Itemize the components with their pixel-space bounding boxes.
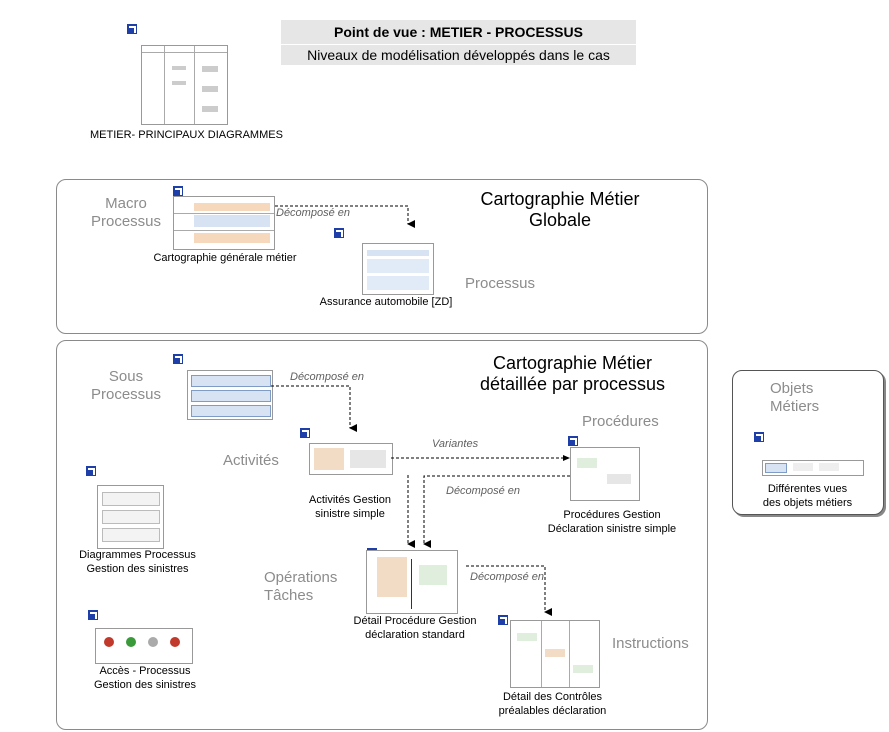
decompose-label: Décomposé en xyxy=(276,207,350,219)
acces-processus-caption: Accès - Processus Gestion des sinistres xyxy=(93,665,197,691)
assurance-automobile-thumbnail[interactable] xyxy=(362,243,434,295)
link-icon[interactable] xyxy=(498,615,508,625)
link-icon[interactable] xyxy=(334,228,344,238)
link-icon[interactable] xyxy=(86,466,96,476)
decompose-label: Décomposé en xyxy=(446,485,520,497)
arrow-detail-decompose xyxy=(466,565,552,616)
level-operations-taches: Opérations Tâches xyxy=(264,569,338,604)
link-icon[interactable] xyxy=(88,610,98,620)
level-objets-metiers: Objets Métiers xyxy=(770,380,820,415)
cartographie-generale-thumbnail[interactable] xyxy=(173,196,275,250)
principaux-diagrammes-caption: METIER- PRINCIPAUX DIAGRAMMES xyxy=(90,129,283,141)
view-title: Point de vue : METIER - PROCESSUS xyxy=(281,20,636,44)
detail-controles-thumbnail[interactable] xyxy=(510,620,600,688)
link-icon[interactable] xyxy=(173,186,183,196)
level-instructions: Instructions xyxy=(612,635,689,652)
procedures-caption: Procédures Gestion Déclaration sinistre … xyxy=(547,509,677,535)
link-icon[interactable] xyxy=(127,24,137,34)
level-activites: Activités xyxy=(223,452,279,469)
detail-procedure-caption: Détail Procédure Gestion déclaration sta… xyxy=(353,615,477,641)
decompose-label: Décomposé en xyxy=(290,371,364,383)
detail-procedure-thumbnail[interactable] xyxy=(366,550,458,614)
objets-metiers-thumbnail[interactable] xyxy=(762,460,864,476)
level-macro-processus: Macro Processus xyxy=(90,195,162,230)
sous-processus-thumbnail[interactable] xyxy=(187,370,273,420)
level-sous-processus: Sous Processus xyxy=(90,368,162,403)
view-subtitle: Niveaux de modélisation développés dans … xyxy=(281,45,636,65)
variantes-label: Variantes xyxy=(432,438,479,450)
panel-detail-title: Cartographie Métier détaillée par proces… xyxy=(479,353,666,394)
arrow-global-decompose xyxy=(275,205,415,228)
level-procedures: Procédures xyxy=(582,413,659,430)
objets-metiers-caption: Différentes vues des objets métiers xyxy=(762,483,853,509)
level-processus: Processus xyxy=(465,275,536,292)
detail-controles-caption: Détail des Contrôles préalables déclarat… xyxy=(498,691,607,717)
activites-thumbnail[interactable] xyxy=(309,443,393,475)
principaux-diagrammes-thumbnail[interactable] xyxy=(141,45,228,125)
arrow-decompose-activites xyxy=(423,475,570,548)
diagrammes-processus-thumbnail[interactable] xyxy=(97,485,164,549)
assurance-automobile-caption: Assurance automobile [ZD] xyxy=(319,296,453,308)
arrow-sous-decompose xyxy=(271,385,357,432)
link-icon[interactable] xyxy=(754,432,764,442)
activites-caption: Activités Gestion sinistre simple xyxy=(309,494,391,520)
acces-processus-thumbnail[interactable] xyxy=(95,628,193,664)
panel-objets-metiers xyxy=(732,370,884,515)
cartographie-generale-caption: Cartographie générale métier xyxy=(153,252,297,264)
link-icon[interactable] xyxy=(173,354,183,364)
diagrammes-processus-caption: Diagrammes Processus Gestion des sinistr… xyxy=(79,549,196,575)
link-icon[interactable] xyxy=(300,428,310,438)
panel-global-title: Cartographie Métier Globale xyxy=(480,189,640,230)
link-icon[interactable] xyxy=(568,436,578,446)
procedures-thumbnail[interactable] xyxy=(570,447,640,501)
decompose-label: Décomposé en xyxy=(470,571,544,583)
